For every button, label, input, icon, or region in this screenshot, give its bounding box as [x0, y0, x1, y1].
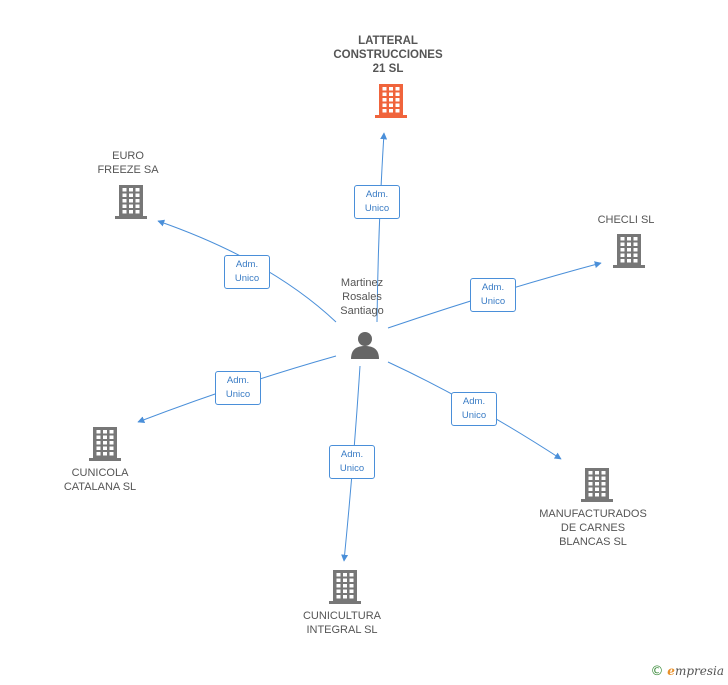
node-label-euro: EURO FREEZE SA: [97, 150, 159, 176]
node-label-latteral: LATTERAL CONSTRUCCIONES 21 SL: [333, 35, 443, 75]
edge-label-cunicola[interactable]: Adm. Unico: [215, 371, 261, 405]
edge-label-manufacturados[interactable]: Adm. Unico: [451, 392, 497, 426]
edge-label-latteral[interactable]: Adm. Unico: [354, 185, 400, 219]
edge-label-euro[interactable]: Adm. Unico: [224, 255, 270, 289]
edge-label-cunicultura[interactable]: Adm. Unico: [329, 445, 375, 479]
building-icon[interactable]: [580, 467, 614, 508]
brand-e: e: [667, 664, 675, 678]
building-icon[interactable]: [612, 233, 646, 274]
center-person-label: Martinez Rosales Santiago: [340, 277, 384, 317]
empresia-watermark: © empresia: [650, 664, 724, 679]
building-icon[interactable]: [88, 426, 122, 467]
node-label-cunicola: CUNICOLA CATALANA SL: [63, 467, 137, 493]
brand-name: mpresia: [674, 664, 724, 678]
building-icon[interactable]: [374, 83, 408, 124]
copyright-icon: ©: [650, 664, 664, 679]
person-icon[interactable]: [350, 330, 380, 365]
building-icon[interactable]: [114, 184, 148, 225]
node-label-manufacturados: MANUFACTURADOS DE CARNES BLANCAS SL: [539, 508, 647, 548]
node-label-checli: CHECLI SL: [597, 214, 655, 226]
node-label-cunicultura: CUNICULTURA INTEGRAL SL: [302, 610, 382, 636]
edge-line-latteral: [376, 132, 388, 323]
edge-label-checli[interactable]: Adm. Unico: [470, 278, 516, 312]
building-icon[interactable]: [328, 569, 362, 610]
